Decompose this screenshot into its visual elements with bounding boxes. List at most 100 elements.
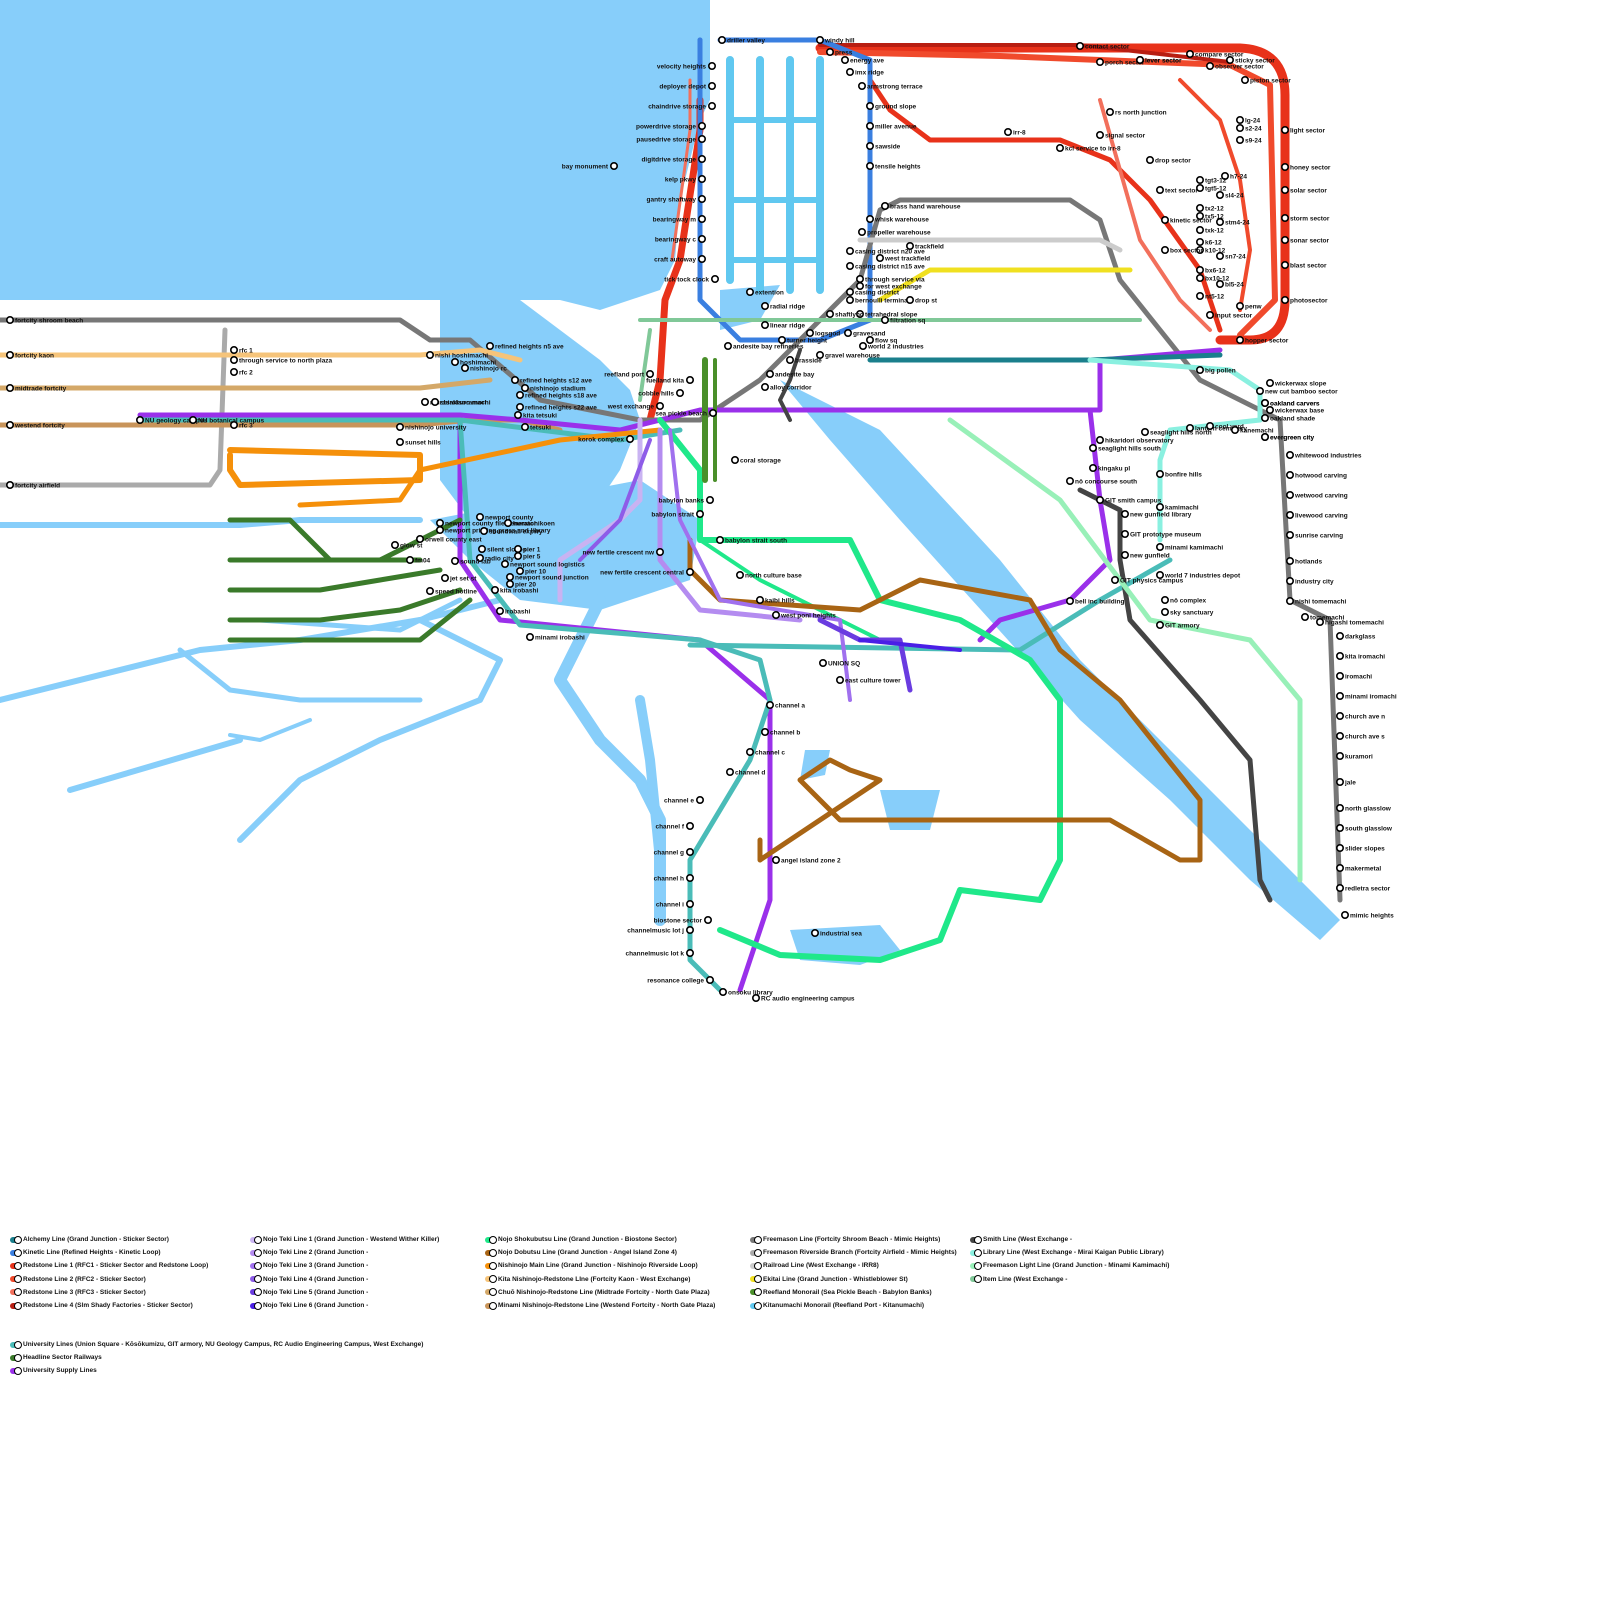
route-line[interactable]: [977, 407, 1113, 643]
station-dot[interactable]: [1336, 883, 1345, 892]
station[interactable]: sea pickle beach: [655, 408, 717, 418]
station[interactable]: reefland port: [604, 369, 654, 379]
route-line[interactable]: [1178, 78, 1252, 312]
station-dot[interactable]: [1003, 128, 1012, 137]
station[interactable]: channel f: [655, 821, 694, 831]
route-line[interactable]: [457, 412, 773, 993]
station[interactable]: honey sector: [1281, 163, 1331, 172]
station[interactable]: makermetal: [1336, 863, 1382, 873]
station-dot[interactable]: [513, 551, 522, 560]
station[interactable]: propeller warehouse: [857, 228, 931, 237]
station-dot[interactable]: [6, 383, 15, 392]
station-dot[interactable]: [6, 315, 15, 324]
station-dot[interactable]: [697, 155, 706, 164]
station-dot[interactable]: [475, 553, 484, 562]
station[interactable]: casing district: [845, 287, 900, 297]
station[interactable]: blast sector: [1281, 260, 1327, 270]
station[interactable]: redletra sector: [1336, 883, 1391, 893]
station-dot[interactable]: [865, 162, 874, 171]
station-dot[interactable]: [717, 35, 726, 44]
station-dot[interactable]: [1261, 432, 1270, 441]
station-dot[interactable]: [609, 162, 618, 171]
station-dot[interactable]: [845, 68, 854, 77]
station-dot[interactable]: [725, 767, 734, 776]
station-dot[interactable]: [865, 122, 874, 131]
station[interactable]: penw: [1236, 301, 1263, 311]
station[interactable]: biostone sector: [654, 915, 712, 925]
station-dot[interactable]: [425, 350, 434, 359]
station[interactable]: sn7-24: [1216, 252, 1246, 261]
station[interactable]: seaglight hills north: [1141, 427, 1212, 437]
station[interactable]: rfc 3: [230, 420, 253, 430]
route-line[interactable]: [867, 77, 1223, 333]
station[interactable]: pier 20: [505, 579, 537, 589]
station-dot[interactable]: [845, 295, 854, 304]
station[interactable]: industry city: [1286, 576, 1334, 586]
station-dot[interactable]: [520, 383, 529, 392]
station-dot[interactable]: [1281, 163, 1290, 172]
station[interactable]: armstrong terrace: [857, 82, 923, 91]
station[interactable]: refined heights s18 ave: [515, 390, 597, 400]
station[interactable]: bl5-24: [1216, 279, 1244, 289]
station[interactable]: kingaku pl: [1089, 463, 1131, 473]
station[interactable]: whisk warehouse: [865, 215, 929, 224]
station-dot[interactable]: [765, 700, 774, 709]
station[interactable]: channel a: [765, 700, 806, 710]
station[interactable]: onsoku library: [718, 987, 773, 997]
station[interactable]: glow st: [390, 540, 423, 550]
station[interactable]: casing district n15 ave: [845, 261, 925, 271]
station[interactable]: tensile heights: [865, 162, 921, 171]
station[interactable]: wickerwax base: [1266, 405, 1325, 415]
station-dot[interactable]: [707, 102, 716, 111]
station[interactable]: world 2 industries: [858, 341, 924, 351]
route-line[interactable]: [227, 587, 463, 623]
station[interactable]: rfc 2: [230, 367, 253, 377]
station-dot[interactable]: [1196, 246, 1205, 255]
station-dot[interactable]: [805, 328, 814, 337]
station-dot[interactable]: [1196, 265, 1205, 274]
station-dot[interactable]: [1336, 691, 1345, 700]
station[interactable]: church ave s: [1336, 731, 1385, 741]
station[interactable]: brass hand warehouse: [880, 202, 961, 211]
station-dot[interactable]: [1286, 450, 1295, 459]
station-dot[interactable]: [495, 606, 504, 615]
station-dot[interactable]: [707, 61, 716, 70]
station-dot[interactable]: [697, 175, 706, 184]
station[interactable]: tgt5-12: [1196, 184, 1227, 193]
station[interactable]: bay monument: [562, 162, 618, 171]
station[interactable]: imx ridge: [845, 68, 884, 77]
station[interactable]: fortcity kaon: [6, 350, 54, 360]
station-dot[interactable]: [1281, 236, 1290, 245]
station-dot[interactable]: [1196, 176, 1205, 185]
station-dot[interactable]: [430, 397, 439, 406]
station[interactable]: tomemachi: [1301, 612, 1345, 622]
station[interactable]: murasakisoramori: [420, 397, 487, 407]
station-dot[interactable]: [1196, 212, 1205, 221]
station[interactable]: channelmusic lot j: [627, 925, 694, 935]
station-dot[interactable]: [1156, 502, 1165, 511]
station[interactable]: new gunfield: [1121, 550, 1170, 560]
station-dot[interactable]: [1066, 476, 1075, 485]
station-dot[interactable]: [1336, 823, 1345, 832]
station[interactable]: higashi tomemachi: [1316, 617, 1384, 627]
station-dot[interactable]: [1186, 423, 1195, 432]
station-dot[interactable]: [785, 355, 794, 364]
station[interactable]: fortcity airfield: [6, 480, 60, 490]
station[interactable]: press: [825, 47, 853, 57]
station-dot[interactable]: [685, 567, 694, 576]
station[interactable]: NU geology campus: [136, 415, 208, 425]
station[interactable]: tx2-12: [1196, 204, 1224, 213]
station[interactable]: chaindrive storage: [648, 102, 716, 111]
station[interactable]: radio city: [475, 553, 514, 563]
station[interactable]: resonance college: [647, 975, 714, 985]
station[interactable]: seaglight hills south: [1089, 443, 1161, 453]
station-dot[interactable]: [1196, 291, 1205, 300]
station[interactable]: babylon banks: [658, 495, 714, 505]
station-dot[interactable]: [625, 434, 634, 443]
station-dot[interactable]: [1146, 156, 1155, 165]
station-dot[interactable]: [1336, 777, 1345, 786]
station-dot[interactable]: [1216, 191, 1225, 200]
station[interactable]: NU botanical campus: [189, 415, 265, 425]
station-dot[interactable]: [1206, 61, 1215, 70]
station[interactable]: kaibi hills: [755, 595, 795, 605]
